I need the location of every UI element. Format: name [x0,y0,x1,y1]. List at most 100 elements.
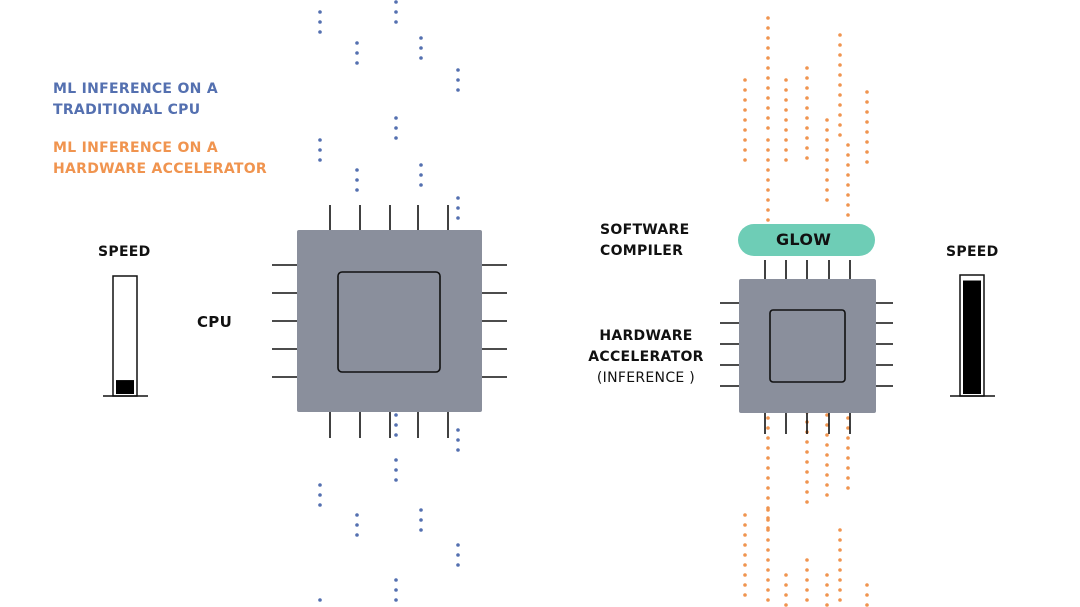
data-dot [419,508,423,512]
data-dot [766,598,770,602]
data-dot [355,168,359,172]
data-dot [805,588,809,592]
data-dot [805,136,809,140]
data-dot [355,51,359,55]
accelerator-pins [720,260,893,434]
data-dot [846,173,850,177]
accelerator-speed-gauge [950,274,995,397]
data-dot [846,183,850,187]
data-dot [766,168,770,172]
data-dot [456,543,460,547]
data-dot [419,46,423,50]
data-dot [825,443,829,447]
data-dot [805,66,809,70]
data-dot [838,528,842,532]
data-dot [743,78,747,82]
legend-cpu-line1: ML INFERENCE ON A [53,81,218,97]
data-dot [838,83,842,87]
data-dot [766,426,770,430]
data-dot [766,26,770,30]
data-dot [743,513,747,517]
data-dot [825,433,829,437]
data-dot [838,113,842,117]
data-dot [825,493,829,497]
data-dot [825,168,829,172]
data-dot [784,78,788,82]
data-dot [825,128,829,132]
data-dot [784,128,788,132]
data-dot [805,460,809,464]
data-dot [766,106,770,110]
data-dot [355,523,359,527]
data-dot [805,470,809,474]
data-dot [743,523,747,527]
data-dot [865,140,869,144]
data-dot [846,486,850,490]
data-dot [846,446,850,450]
data-dot [766,436,770,440]
data-dot [456,68,460,72]
data-dot [846,476,850,480]
data-dot [805,96,809,100]
data-dot [766,36,770,40]
data-dot [766,188,770,192]
legend-cpu: ML INFERENCE ON A TRADITIONAL CPU [53,79,218,121]
data-dot [318,483,322,487]
data-dot [318,10,322,14]
data-dot [846,153,850,157]
data-dot [766,578,770,582]
legend-accel-line2: HARDWARE ACCELERATOR [53,161,268,177]
data-dot [743,148,747,152]
data-dot [805,156,809,160]
data-dot [825,158,829,162]
data-dot [318,158,322,162]
data-dot [838,588,842,592]
data-dot [846,466,850,470]
data-dot [805,126,809,130]
data-dot [838,578,842,582]
data-dot [766,456,770,460]
data-dot [805,598,809,602]
data-dot [838,63,842,67]
data-dot [784,158,788,162]
data-dot [318,148,322,152]
data-dot [825,423,829,427]
data-dot [394,0,398,4]
data-dot [456,563,460,567]
data-dot [846,456,850,460]
data-dot [805,440,809,444]
data-dot [355,41,359,45]
data-dot [865,160,869,164]
compiler-line1: SOFTWARE [600,222,690,238]
data-dot [766,446,770,450]
data-dot [766,528,770,532]
data-dot [805,500,809,504]
data-dot [784,583,788,587]
data-dot [766,116,770,120]
data-dot [318,493,322,497]
data-dot [825,138,829,142]
data-dot [419,528,423,532]
data-dot [846,163,850,167]
cpu-speed-gauge [103,275,148,397]
data-dot [394,20,398,24]
data-dot [355,188,359,192]
data-dot [766,86,770,90]
data-dot [766,208,770,212]
data-dot [838,123,842,127]
data-dot [456,196,460,200]
data-dot [838,548,842,552]
data-dot [743,593,747,597]
accel-line1: HARDWARE [599,328,693,344]
data-dot [825,188,829,192]
data-dot [825,413,829,417]
data-dot [865,90,869,94]
data-dot [456,553,460,557]
accelerator-data-flow-dots [743,16,869,607]
data-dot [766,486,770,490]
data-dot [766,76,770,80]
data-dot [805,116,809,120]
data-dot [846,193,850,197]
data-dot [838,568,842,572]
data-dot [394,423,398,427]
